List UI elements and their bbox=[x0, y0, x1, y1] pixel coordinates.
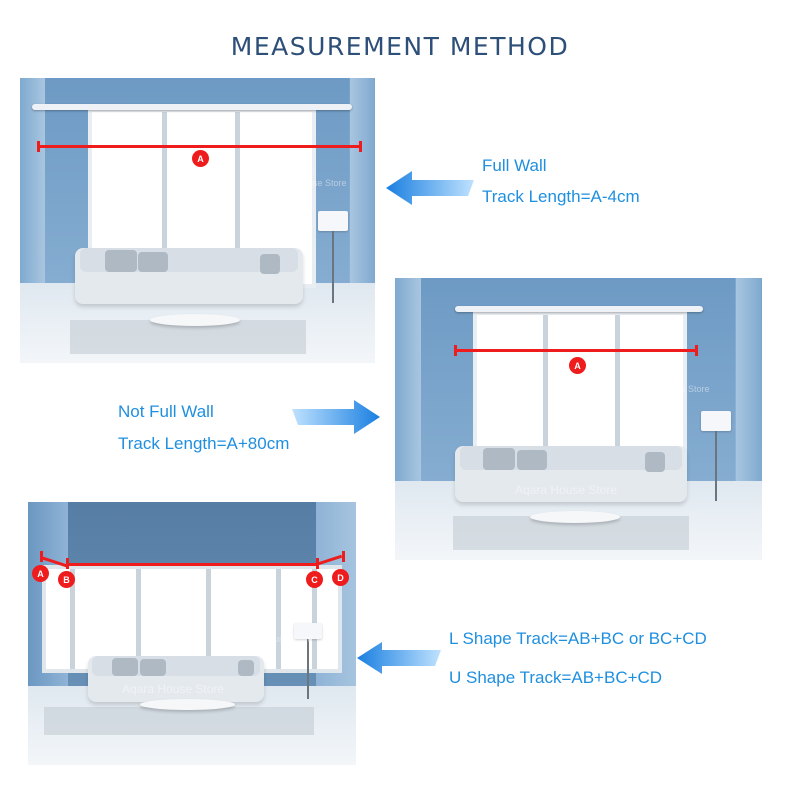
page-title: MEASUREMENT METHOD bbox=[230, 32, 570, 61]
u-shape-formula: U Shape Track=AB+BC+CD bbox=[449, 668, 663, 687]
arrow-right-icon bbox=[292, 400, 380, 434]
not-full-wall-formula: Track Length=A+80cm bbox=[118, 434, 290, 453]
marker-a: A bbox=[569, 357, 586, 374]
bay-window-illustration: A B C D Aqara House Store Aqara House St… bbox=[28, 502, 356, 765]
marker-c: C bbox=[306, 571, 323, 588]
not-full-wall-illustration: A Aqara House Store Aqara House Store bbox=[395, 278, 762, 560]
arrow-left-icon bbox=[357, 642, 441, 674]
arrow-left-icon bbox=[386, 171, 474, 205]
marker-b: B bbox=[58, 571, 75, 588]
not-full-wall-heading: Not Full Wall bbox=[118, 402, 214, 421]
marker-a: A bbox=[192, 150, 209, 167]
full-wall-formula: Track Length=A-4cm bbox=[482, 187, 640, 206]
full-wall-illustration: A Aqara House Store bbox=[20, 78, 375, 363]
l-shape-formula: L Shape Track=AB+BC or BC+CD bbox=[449, 629, 707, 648]
marker-d: D bbox=[332, 569, 349, 586]
full-wall-heading: Full Wall bbox=[482, 156, 547, 175]
marker-a: A bbox=[32, 565, 49, 582]
watermark: Aqara House Store bbox=[270, 178, 347, 188]
